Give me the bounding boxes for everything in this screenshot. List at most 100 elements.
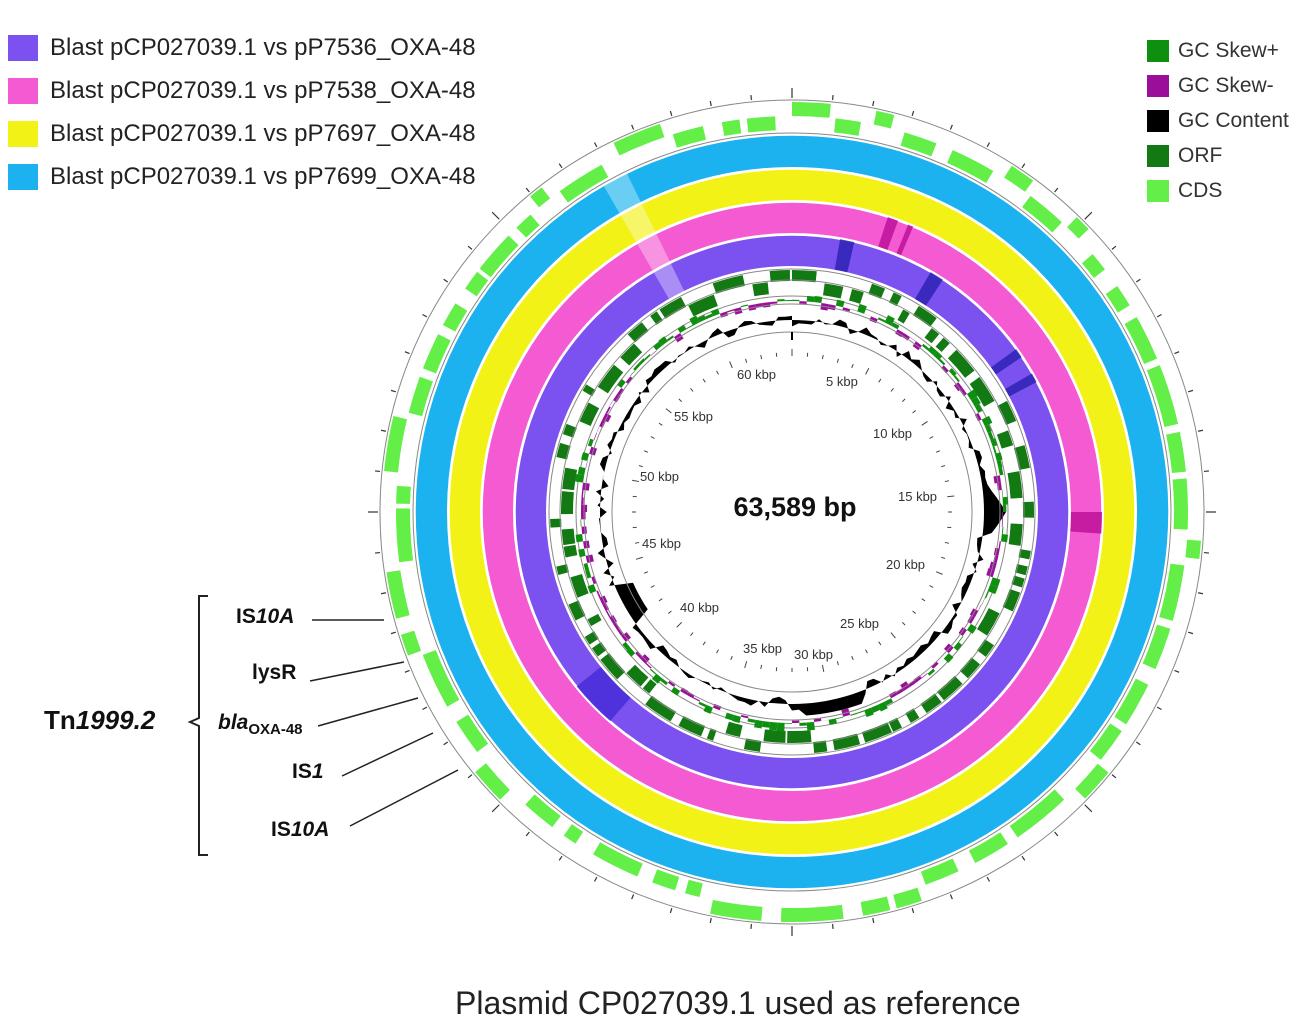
orf-feature (587, 613, 602, 627)
gc-skew-segment (575, 534, 584, 543)
inner-scale-tick (638, 465, 643, 468)
inner-scale-tick (921, 421, 928, 426)
orf-feature (920, 693, 942, 714)
outer-scale-tick (872, 917, 875, 924)
cds-feature (1009, 789, 1065, 838)
gc-skew-segment (901, 333, 910, 341)
inner-scale-tick (730, 655, 733, 661)
orf-feature (568, 600, 586, 621)
inner-scale-tick (851, 363, 854, 369)
cds-feature (563, 824, 584, 844)
outer-scale-tick (1084, 211, 1093, 220)
pointer-line-is1 (341, 732, 434, 777)
outer-scale-tick (593, 142, 598, 148)
outer-scale-tick (631, 124, 635, 130)
inner-scale-tick (935, 571, 943, 575)
gene-subscript-oxa48: OXA-48 (248, 721, 303, 739)
gc-skew-segment (587, 438, 594, 447)
gc-skew-segment (864, 313, 872, 317)
legend-swatch-cds (1147, 179, 1169, 202)
gene-prefix-is1: IS (292, 760, 312, 783)
gc-skew-segment (913, 675, 922, 683)
gc-skew-segment (1002, 504, 1007, 512)
cds-feature (893, 887, 922, 909)
gene-label-is10a-top: IS10A (236, 605, 294, 629)
gc-skew-segment (609, 400, 614, 407)
gc-skew-segment (686, 324, 693, 330)
gc-skew-segment (931, 661, 939, 669)
kbp-label-25: 25 kbp (840, 616, 880, 631)
gc-skew-segment (953, 375, 960, 383)
blast-hit-dark (1070, 512, 1102, 534)
gc-skew-segment (724, 712, 734, 721)
gc-skew-segment (884, 315, 895, 326)
outer-scale-tick (558, 163, 563, 169)
cds-feature (1004, 165, 1034, 192)
orf-feature (832, 733, 861, 751)
cds-feature (900, 132, 937, 157)
cds-feature (721, 119, 742, 137)
inner-scale-tick (678, 398, 683, 403)
outer-scale-tick (709, 917, 712, 924)
legend-label-blast-1: Blast pCP027039.1 vs pP7536_OXA-48 (50, 33, 476, 61)
gc-skew-segment (877, 701, 888, 712)
cds-feature (442, 303, 468, 332)
orf-feature (570, 573, 589, 598)
legend-label-orf: ORF (1178, 143, 1223, 167)
outer-scale-tick (669, 907, 673, 914)
cds-feature (384, 415, 408, 473)
outer-scale-tick (949, 124, 953, 130)
cds-feature (1172, 478, 1188, 530)
orf-feature (813, 740, 828, 753)
gc-skew-segment (719, 710, 727, 713)
cds-feature (792, 102, 831, 118)
cds-feature (530, 187, 551, 208)
pointer-line-bla (317, 697, 419, 727)
transposon-label: Tn1999.2 (44, 705, 155, 736)
gc-skew-segment (689, 315, 700, 326)
gc-skew-segment (593, 432, 597, 441)
legend-entry-blast-3: Blast pCP027039.1 vs pP7697_OXA-48 (8, 112, 476, 155)
outer-scale-tick (949, 894, 953, 900)
blast-ring-pP7536 (515, 235, 1069, 789)
legend-label-gc-content: GC Content (1178, 108, 1289, 132)
cds-feature (672, 126, 706, 148)
legend-entry-cds: CDS (1147, 173, 1289, 208)
gene-prefix-is10a-bottom: IS (271, 818, 291, 841)
gc-skew-segment (987, 584, 998, 595)
gc-skew-segment (827, 304, 836, 311)
orf-feature (1002, 588, 1021, 612)
inner-scale-tick (929, 585, 934, 588)
gc-content-outer-circle (575, 295, 1009, 729)
gc-skew-segment (784, 299, 792, 302)
inner-scale-tick (760, 354, 763, 360)
orf-feature (600, 653, 626, 680)
gc-skew-segment (896, 688, 904, 695)
gc-skew-segment (981, 415, 993, 427)
gc-skew-segment (806, 295, 815, 303)
orf-feature (579, 402, 600, 426)
inner-scale-tick (865, 368, 870, 375)
outer-scale-tick (986, 876, 991, 882)
cds-feature (525, 794, 561, 828)
orf-feature (725, 721, 743, 738)
orf-feature (659, 296, 687, 319)
legend-swatch-blast-3 (8, 120, 38, 147)
outer-scale-tick (443, 741, 449, 746)
orf-feature (849, 288, 864, 304)
blast-legend: Blast pCP027039.1 vs pP7536_OXA-48 Blast… (8, 26, 476, 198)
orf-feature (861, 722, 892, 743)
outer-scale-tick (390, 389, 397, 393)
cds-feature (710, 900, 763, 921)
gc-skew-segment (732, 714, 741, 723)
gc-skew-segment (653, 341, 663, 351)
outer-scale-tick (422, 313, 428, 318)
gc-skew-segment (941, 365, 949, 374)
gc-skew-segment (651, 673, 663, 684)
gc-skew-segment (726, 309, 735, 313)
gc-skew-segment (591, 576, 597, 585)
inner-scale-tick (632, 479, 640, 483)
orf-feature (792, 270, 817, 283)
gc-skew-segment (617, 387, 625, 397)
gc-skew-segment (1000, 534, 1009, 543)
